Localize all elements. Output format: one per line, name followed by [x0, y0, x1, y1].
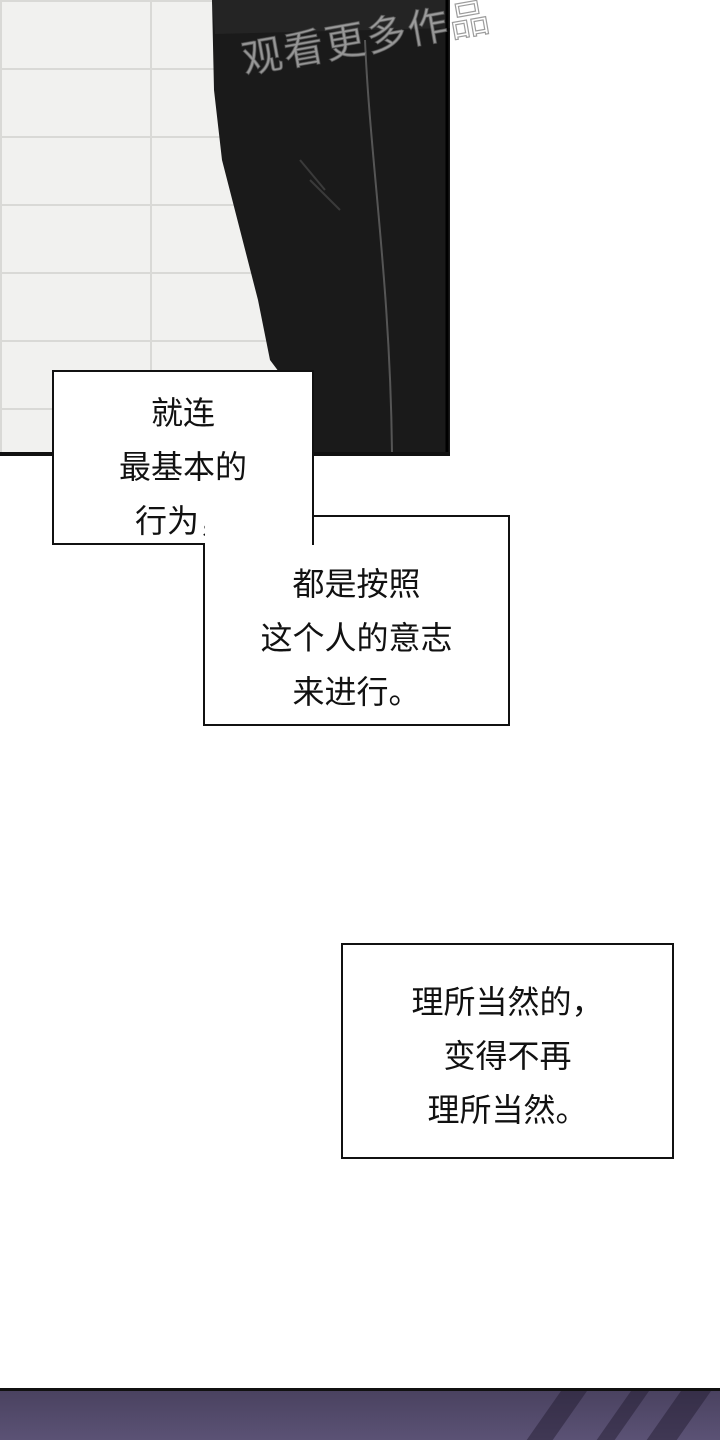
box-joint	[205, 512, 312, 546]
narration-line: 理所当然的，	[411, 983, 604, 1021]
narration-line: 就连	[150, 394, 215, 432]
narration-line: 都是按照	[292, 565, 421, 603]
figure-trousers-illustration	[212, 0, 450, 453]
trouser-left-shape	[212, 0, 450, 452]
narration-line: 来进行。	[292, 673, 421, 711]
next-panel-strip	[0, 1388, 720, 1440]
trouser-crease	[364, 39, 393, 453]
panel-streak	[511, 1391, 595, 1440]
top-panel-image	[0, 0, 450, 456]
narration-box-2: 都是按照 这个人的意志 来进行。	[203, 515, 510, 726]
fabric-fold	[299, 159, 341, 211]
waistband	[212, 0, 450, 34]
narration-line: 变得不再	[443, 1037, 572, 1075]
narration-line: 这个人的意志	[260, 619, 453, 657]
narration-box-3: 理所当然的， 变得不再 理所当然。	[341, 943, 674, 1159]
narration-line: 理所当然。	[427, 1091, 588, 1129]
panel-streak	[581, 1391, 657, 1440]
narration-line: 最基本的	[118, 448, 247, 486]
